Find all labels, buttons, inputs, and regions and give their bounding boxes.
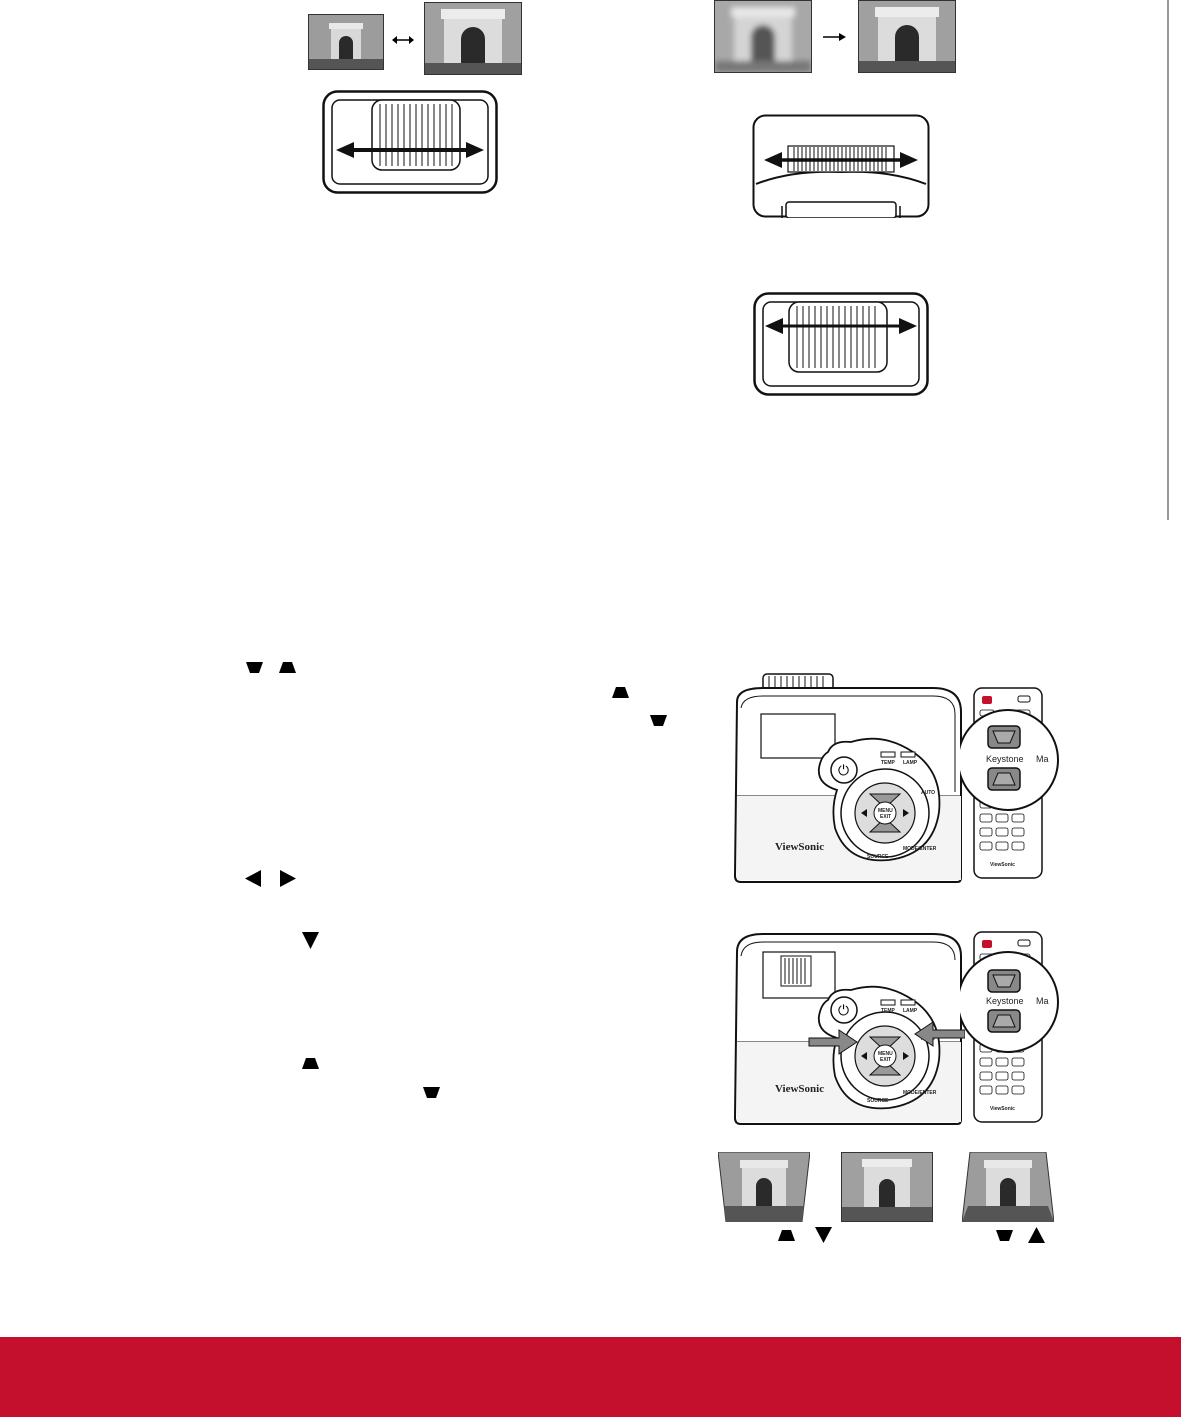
arc-large-image	[424, 2, 522, 75]
svg-text:TEMP: TEMP	[881, 760, 896, 766]
svg-text:ViewSonic: ViewSonic	[990, 862, 1015, 868]
svg-text:AUTO: AUTO	[921, 790, 935, 796]
arrow-left-icon	[245, 870, 261, 887]
svg-text:Keystone: Keystone	[986, 996, 1024, 1006]
footer-band	[0, 1337, 1181, 1417]
svg-text:ViewSonic: ViewSonic	[775, 1083, 824, 1095]
svg-text:Ma: Ma	[1036, 996, 1049, 1006]
svg-text:⏻: ⏻	[838, 763, 849, 779]
focus-ring-icon	[752, 114, 930, 218]
svg-text:ViewSonic: ViewSonic	[775, 841, 824, 853]
svg-text:Ma: Ma	[1036, 754, 1049, 764]
zoom-ring-icon	[322, 90, 498, 194]
projector-top-view-keystone: ⏻ TEMP LAMP MENU EXIT AUTO SOURCE MODE/E…	[733, 933, 965, 1125]
svg-text:⏻: ⏻	[838, 1003, 849, 1019]
svg-text:TEMP: TEMP	[881, 1008, 896, 1014]
keystone-top-wide-image	[718, 1152, 810, 1222]
svg-text:ViewSonic: ViewSonic	[990, 1106, 1015, 1112]
svg-text:EXIT: EXIT	[880, 1057, 891, 1063]
svg-text:LAMP: LAMP	[903, 1008, 918, 1014]
keystone-down-icon	[996, 1230, 1013, 1241]
keystone-up-icon	[612, 687, 629, 698]
arrow-up-icon	[1028, 1227, 1045, 1243]
keystone-down-icon	[650, 715, 667, 726]
svg-text:MODE/ENTER: MODE/ENTER	[903, 1090, 937, 1096]
svg-text:MODE/ENTER: MODE/ENTER	[903, 846, 937, 852]
zoom-ring-alt-icon	[753, 292, 929, 396]
arrow-down-icon	[302, 932, 319, 949]
keystone-bottom-wide-image	[962, 1152, 1054, 1222]
keystone-up-icon	[778, 1230, 795, 1241]
keystone-up-icon	[279, 662, 296, 673]
double-arrow-icon	[392, 36, 414, 44]
right-arrow-icon	[823, 33, 846, 41]
projector-top-view: ⏻ TEMP LAMP MENU EXIT AUTO SOURCE MODE/E…	[733, 673, 962, 883]
svg-text:MENU: MENU	[878, 808, 893, 814]
svg-text:MENU: MENU	[878, 1051, 893, 1057]
remote-control-keystone: ViewSonic Keystone Ma	[960, 931, 1059, 1123]
keystone-down-icon	[246, 662, 263, 673]
svg-text:SOURCE: SOURCE	[867, 1098, 889, 1104]
svg-text:EXIT: EXIT	[880, 814, 891, 820]
keystone-corrected-image	[841, 1152, 933, 1222]
arrow-down-icon	[815, 1227, 832, 1243]
right-margin-rule	[1167, 0, 1169, 520]
svg-text:SOURCE: SOURCE	[867, 854, 889, 860]
svg-text:Keystone: Keystone	[986, 754, 1024, 764]
keystone-up-icon	[302, 1058, 319, 1069]
arc-blurred-image	[714, 0, 812, 73]
arc-sharp-image	[858, 0, 956, 73]
keystone-down-icon	[423, 1087, 440, 1098]
arrow-right-icon	[280, 870, 296, 887]
arc-small-image	[308, 14, 384, 70]
remote-control: ViewSonic Keystone Ma	[960, 687, 1059, 879]
svg-text:LAMP: LAMP	[903, 760, 918, 766]
